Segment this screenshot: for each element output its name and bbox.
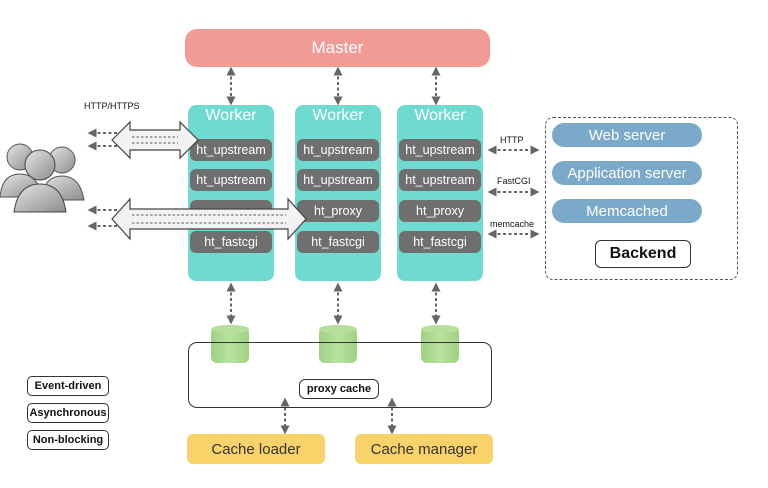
module: ht_upstream xyxy=(297,139,379,161)
backend-label: Backend xyxy=(595,240,691,268)
protocol-label-memcache: memcache xyxy=(490,219,535,229)
feature-event-driven: Event-driven xyxy=(27,376,109,396)
cache-area xyxy=(188,342,492,408)
module xyxy=(190,200,272,222)
web-server: Web server xyxy=(552,123,702,147)
module: ht_upstream xyxy=(190,169,272,191)
users-icon xyxy=(0,143,85,213)
worker-title: Worker xyxy=(205,107,257,124)
client-protocol-label: HTTP/HTTPS xyxy=(84,101,140,111)
module: ht_fastcgi xyxy=(399,231,481,253)
feature-non-blocking: Non-blocking xyxy=(27,430,109,450)
memcached-server: Memcached xyxy=(552,199,702,223)
master-process: Master xyxy=(185,29,490,67)
backend-links xyxy=(487,145,540,239)
cache-process-links xyxy=(280,397,397,435)
worker-1: Worker ht_upstream ht_upstream ht_fastcg… xyxy=(188,105,274,281)
worker-cache-links xyxy=(226,282,441,325)
module: ht_upstream xyxy=(297,169,379,191)
module: ht_fastcgi xyxy=(297,231,379,253)
cache-loader: Cache loader xyxy=(187,434,325,464)
cache-manager: Cache manager xyxy=(355,434,493,464)
master-worker-links xyxy=(226,66,441,106)
worker-2: Worker ht_upstream ht_upstream ht_proxy … xyxy=(295,105,381,281)
application-server: Application server xyxy=(552,161,702,185)
module: ht_upstream xyxy=(190,139,272,161)
module: ht_upstream xyxy=(399,139,481,161)
module: ht_upstream xyxy=(399,169,481,191)
feature-asynchronous: Asynchronous xyxy=(27,403,109,423)
worker-title: Worker xyxy=(414,107,466,124)
module: ht_fastcgi xyxy=(190,231,272,253)
master-label: Master xyxy=(311,38,364,57)
worker-title: Worker xyxy=(312,107,364,124)
module: ht_proxy xyxy=(399,200,481,222)
protocol-label-http: HTTP xyxy=(500,135,524,145)
cache-cylinder-icon xyxy=(211,325,459,363)
backend-panel xyxy=(545,117,738,280)
proxy-cache-label: proxy cache xyxy=(299,379,379,399)
protocol-label-fastcgi: FastCGI xyxy=(497,176,531,186)
client-links xyxy=(87,128,118,231)
module: ht_proxy xyxy=(297,200,379,222)
worker-3: Worker ht_upstream ht_upstream ht_proxy … xyxy=(397,105,483,281)
